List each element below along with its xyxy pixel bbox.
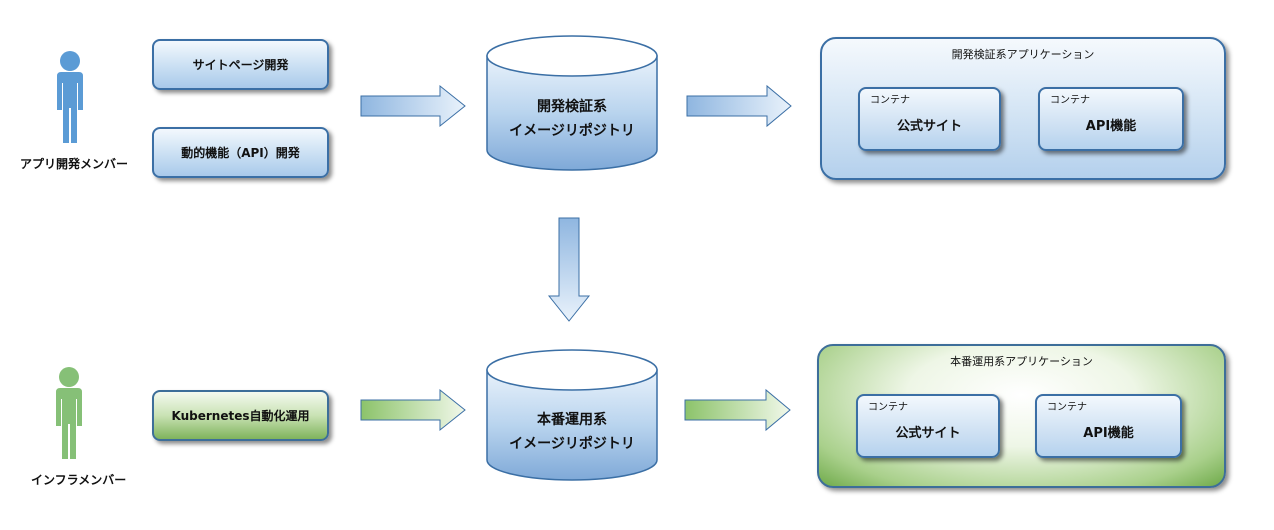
prod-container-api: コンテナ API機能 — [1035, 394, 1182, 458]
dev-repository-line2: イメージリポジトリ — [509, 123, 635, 139]
container-name: API機能 — [1085, 119, 1137, 134]
container-label: コンテナ — [1047, 402, 1087, 413]
arrow-dev-repo-to-prod-repo — [547, 217, 591, 322]
container-name: 公式サイト — [895, 426, 961, 441]
dev-application-title: 開発検証系アプリケーション — [951, 48, 1095, 61]
arrow-k8s-to-prod-repo — [360, 388, 466, 432]
arrow-prod-repo-to-prod-app — [684, 388, 791, 432]
container-label: コンテナ — [868, 402, 908, 413]
k8s-ops-label: Kubernetes自動化運用 — [171, 409, 310, 423]
infra-member-label: インフラメンバー — [31, 473, 127, 487]
dev-container-api: コンテナ API機能 — [1038, 87, 1184, 151]
prod-application-title: 本番運用系アプリケーション — [950, 355, 1093, 368]
container-name: API機能 — [1083, 426, 1134, 441]
prod-repository-text: 本番運用系 イメージリポジトリ — [487, 409, 657, 459]
container-name: 公式サイト — [896, 119, 962, 134]
api-dev-box: 動的機能（API）開発 — [152, 127, 329, 178]
k8s-ops-box: Kubernetes自動化運用 — [152, 390, 329, 441]
dev-application-group: 開発検証系アプリケーション コンテナ 公式サイト コンテナ API機能 — [820, 37, 1226, 180]
prod-repository-cylinder — [486, 349, 658, 481]
dev-repository-line1: 開発検証系 — [537, 99, 607, 115]
prod-repository-line2: イメージリポジトリ — [509, 436, 635, 452]
developer-person-icon — [57, 51, 83, 143]
container-label: コンテナ — [870, 95, 910, 106]
dev-repository-cylinder — [486, 35, 658, 171]
infra-person-icon — [56, 367, 82, 459]
arrow-tasks-to-dev-repo — [360, 84, 466, 128]
prod-application-group: 本番運用系アプリケーション コンテナ 公式サイト コンテナ API機能 — [817, 344, 1226, 488]
container-label: コンテナ — [1050, 95, 1090, 106]
dev-repository-text: 開発検証系 イメージリポジトリ — [487, 96, 657, 146]
dev-container-site: コンテナ 公式サイト — [858, 87, 1001, 151]
arrow-dev-repo-to-dev-app — [686, 84, 792, 128]
developer-member-label: アプリ開発メンバー — [20, 157, 129, 171]
prod-repository-line1: 本番運用系 — [537, 412, 607, 428]
site-page-dev-label: サイトページ開発 — [192, 58, 289, 72]
api-dev-label: 動的機能（API）開発 — [181, 146, 300, 160]
prod-container-site: コンテナ 公式サイト — [856, 394, 1000, 458]
site-page-dev-box: サイトページ開発 — [152, 39, 329, 90]
